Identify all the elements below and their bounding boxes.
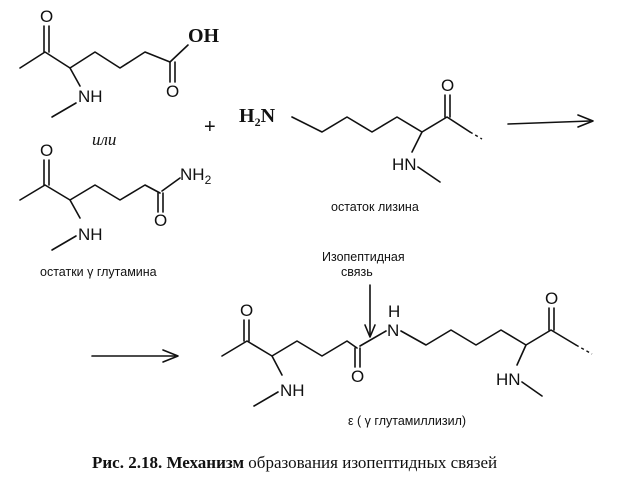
plus-sign: + (204, 116, 216, 138)
reaction-arrow-bottom (91, 349, 179, 363)
lysine-label: остаток лизина (331, 200, 419, 214)
gln-ketone-oxygen: O (40, 141, 53, 160)
lysine-residue-structure: H2N O HN (239, 76, 483, 183)
gln-nh2-label: NH2 (180, 165, 212, 187)
glu-ketone-oxygen: O (40, 7, 53, 26)
product-glu-nh: NH (280, 381, 305, 400)
product-label: ε ( γ глутамиллизил) (348, 414, 466, 428)
lys-ketone-oxygen: O (441, 76, 454, 95)
glutamate-residue-structure: O O OH NH (19, 7, 220, 118)
glu-hydroxyl-label: OH (188, 25, 220, 47)
reaction-arrow-top (507, 114, 594, 128)
gln-amide-oxygen: O (154, 211, 167, 230)
glu-amide-nh: NH (78, 87, 103, 106)
isopeptide-label-line1: Изопептидная (322, 250, 405, 264)
product-ketone-oxygen: O (240, 301, 253, 320)
gln-amide-nh: NH (78, 225, 103, 244)
glu-acid-oxygen: O (166, 82, 179, 101)
isopeptide-label-line2: связь (341, 265, 373, 279)
figure-caption: Рис. 2.18. Механизм образования изопепти… (92, 453, 497, 472)
glutamine-label: остатки γ глутамина (40, 265, 157, 279)
lys-h2n-label: H2N (239, 105, 276, 129)
or-word: или (92, 130, 116, 149)
glutamine-residue-structure: O O NH2 NH (19, 141, 212, 251)
product-lys-ketone-oxygen: O (545, 289, 558, 308)
product-lys-hn: HN (496, 370, 521, 389)
lys-hn-label: HN (392, 155, 417, 174)
isopeptide-pointer-arrow (364, 284, 376, 338)
product-amide-h: H (388, 302, 400, 321)
product-amide-n: N (387, 321, 399, 340)
product-amide-oxygen: O (351, 367, 364, 386)
product-structure: O O H N NH O HN (221, 289, 593, 407)
